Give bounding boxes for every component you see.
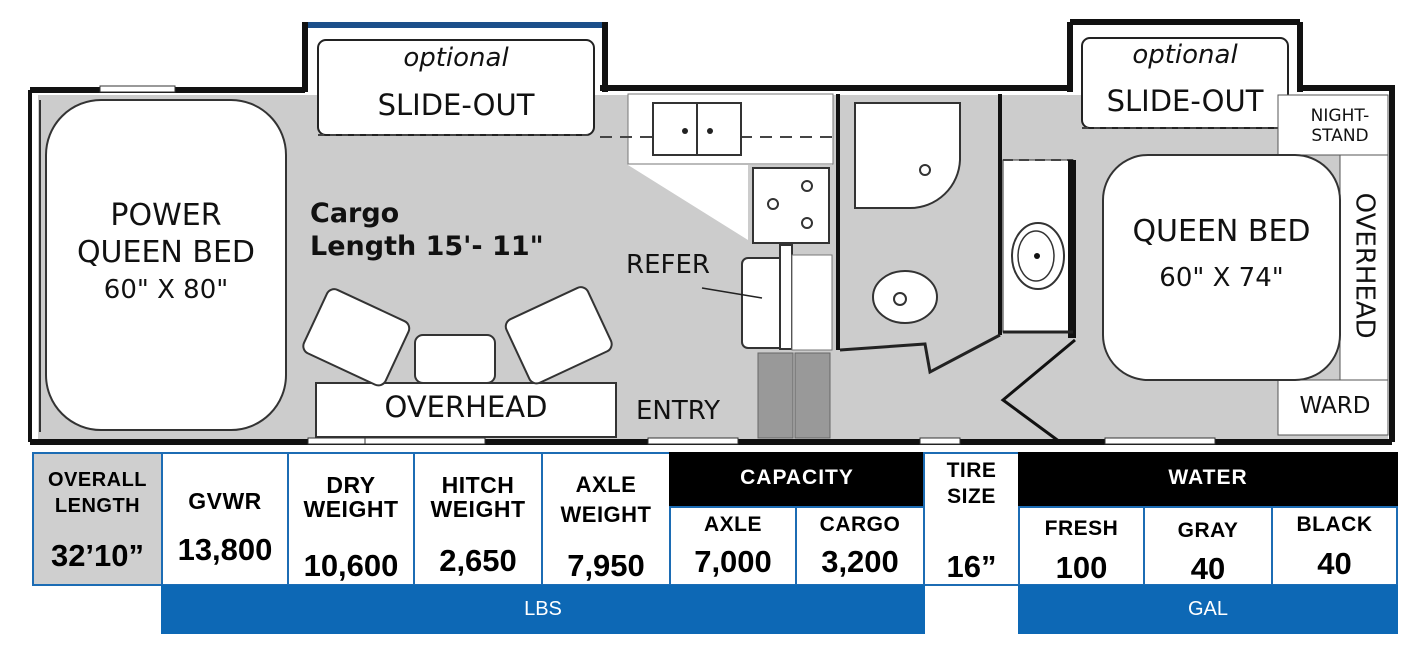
gvwr-value: 13,800 [177,532,273,567]
overall-length-label-1: OVERALL [47,469,148,491]
tire-size-label-1: TIRE [946,459,997,482]
front-slide-out-label: SLIDE-OUT [377,88,535,122]
queen-bed-size: 60" X 74" [1159,263,1284,293]
gray-water-label: GRAY [1177,519,1239,542]
floor-plan: optional SLIDE-OUT optional SLIDE-OUT PO… [28,19,1395,445]
gal-unit-bar: GAL [1018,585,1398,634]
nightstand-label-line2: STAND [1311,126,1369,146]
tire-size-cell: TIRE SIZE 16” [923,452,1020,586]
power-bed-label-line1: POWER [110,198,222,233]
capacity-cargo-cell: CARGO 3,200 [795,506,925,586]
lbs-unit-bar: LBS [161,585,925,634]
gvwr-label: GVWR [188,488,262,514]
dry-weight-value: 10,600 [303,548,399,583]
wardrobe-label: WARD [1299,393,1371,419]
refer-label: REFER [626,250,710,280]
overall-length-label-2: LENGTH [54,495,141,517]
axle-weight-cell: AXLE WEIGHT 7,950 [541,452,671,586]
tire-size-value: 16” [946,549,997,584]
front-overhead-label: OVERHEAD [384,390,548,424]
overall-length-cell: OVERALL LENGTH 32’10” [32,452,163,586]
axle-weight-label-1: AXLE [575,472,637,497]
black-water-label: BLACK [1296,513,1373,536]
black-water-value: 40 [1317,546,1352,581]
tire-size-label-2: SIZE [947,485,996,508]
power-bed-label-line2: QUEEN BED [76,235,256,270]
hitch-weight-label-1: HITCH [441,472,515,498]
cargo-length-label: Length 15'- 11" [310,231,544,262]
capacity-axle-cell: AXLE 7,000 [669,506,797,586]
dry-weight-label-1: DRY [326,472,376,498]
queen-bed-label: QUEEN BED [1132,214,1311,249]
capacity-axle-value: 7,000 [694,544,772,579]
capacity-cargo-label: CARGO [819,513,901,536]
entry-label: ENTRY [636,396,721,426]
overall-length-value: 32’10” [50,538,145,573]
rear-slide-out-label: SLIDE-OUT [1106,84,1264,118]
rear-slide-optional-label: optional [1132,40,1238,70]
axle-weight-value: 7,950 [567,548,645,583]
gray-water-cell: GRAY 40 [1143,506,1273,586]
hitch-weight-label-2: WEIGHT [430,496,526,522]
nightstand-label-line1: NIGHT- [1310,106,1370,126]
front-slide-optional-label: optional [403,43,509,73]
gvwr-cell: GVWR 13,800 [161,452,289,586]
fresh-water-cell: FRESH 100 [1018,506,1145,586]
rear-overhead-label: OVERHEAD [1349,192,1380,339]
power-bed-size: 60" X 80" [103,275,229,305]
capacity-cargo-value: 3,200 [821,544,899,579]
dry-weight-label-2: WEIGHT [303,496,399,522]
floor-plan-drawing [28,19,1395,445]
axle-weight-label-2: WEIGHT [560,502,652,527]
fresh-water-value: 100 [1055,550,1108,585]
black-water-cell: BLACK 40 [1271,506,1398,586]
cargo-label: Cargo [310,198,400,229]
hitch-weight-cell: HITCH WEIGHT 2,650 [413,452,543,586]
dry-weight-cell: DRY WEIGHT 10,600 [287,452,415,586]
fresh-water-label: FRESH [1044,517,1119,540]
water-header: WATER [1018,452,1398,508]
gray-water-value: 40 [1190,551,1226,586]
capacity-header: CAPACITY [669,452,925,508]
hitch-weight-value: 2,650 [439,543,517,578]
capacity-axle-label: AXLE [703,513,762,536]
